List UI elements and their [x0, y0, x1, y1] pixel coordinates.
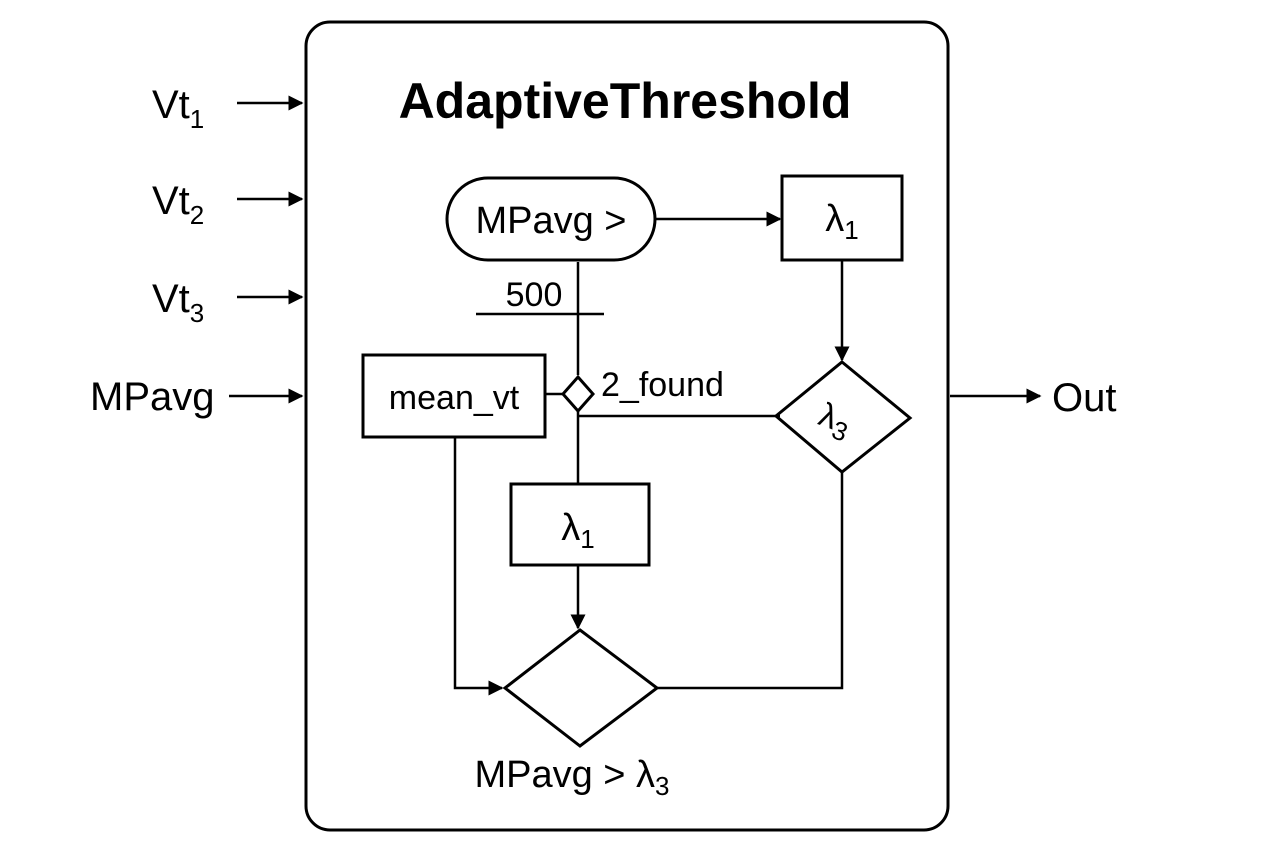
lambda1-mid-symbol: λ [561, 507, 580, 549]
lambda1-mid-sub: 1 [580, 524, 594, 554]
connector-lambda3-to-final [657, 472, 844, 690]
lambda1-top-symbol: λ [825, 198, 844, 240]
svg-text:MPavg > λ3: MPavg > λ3 [474, 754, 669, 801]
input-vt1: Vt1 [152, 83, 304, 134]
mpavg-condition-label: MPavg > [475, 200, 626, 242]
final-condition-sub: 3 [655, 771, 669, 801]
junction-diamond [560, 374, 596, 414]
block-title: AdaptiveThreshold [399, 73, 852, 129]
output: Out [950, 376, 1116, 420]
final-decision-node [502, 628, 660, 748]
threshold-value: 500 [506, 276, 563, 314]
input-vt3: Vt3 [152, 277, 304, 328]
final-condition-symbol: λ [636, 754, 655, 796]
lambda1-mid-node [509, 482, 651, 567]
svg-text:λ1: λ1 [561, 507, 594, 554]
input-vt1-sub: 1 [190, 104, 204, 134]
input-vt2-sub: 2 [190, 200, 204, 230]
input-vt2: Vt2 [152, 179, 304, 230]
adaptive-threshold-block [304, 20, 950, 832]
found-label: 2_found [601, 366, 724, 404]
mean-vt-label: mean_vt [389, 379, 520, 417]
input-mpavg-label: MPavg [90, 375, 215, 419]
input-vt3-label: Vt [152, 277, 190, 321]
connector-meanvt-to-final [453, 437, 504, 696]
input-mpavg: MPavg [90, 375, 304, 419]
svg-text:Vt3: Vt3 [152, 277, 204, 328]
svg-text:λ1: λ1 [825, 198, 858, 245]
svg-text:Vt2: Vt2 [152, 179, 204, 230]
output-label: Out [1052, 376, 1116, 420]
final-condition-text: MPavg > [474, 754, 636, 796]
input-vt3-sub: 3 [190, 298, 204, 328]
svg-text:Vt1: Vt1 [152, 83, 204, 134]
lambda1-top-sub: 1 [844, 215, 858, 245]
svg-text:λ3: λ3 [812, 396, 857, 448]
input-vt1-label: Vt [152, 83, 190, 127]
input-vt2-label: Vt [152, 179, 190, 223]
